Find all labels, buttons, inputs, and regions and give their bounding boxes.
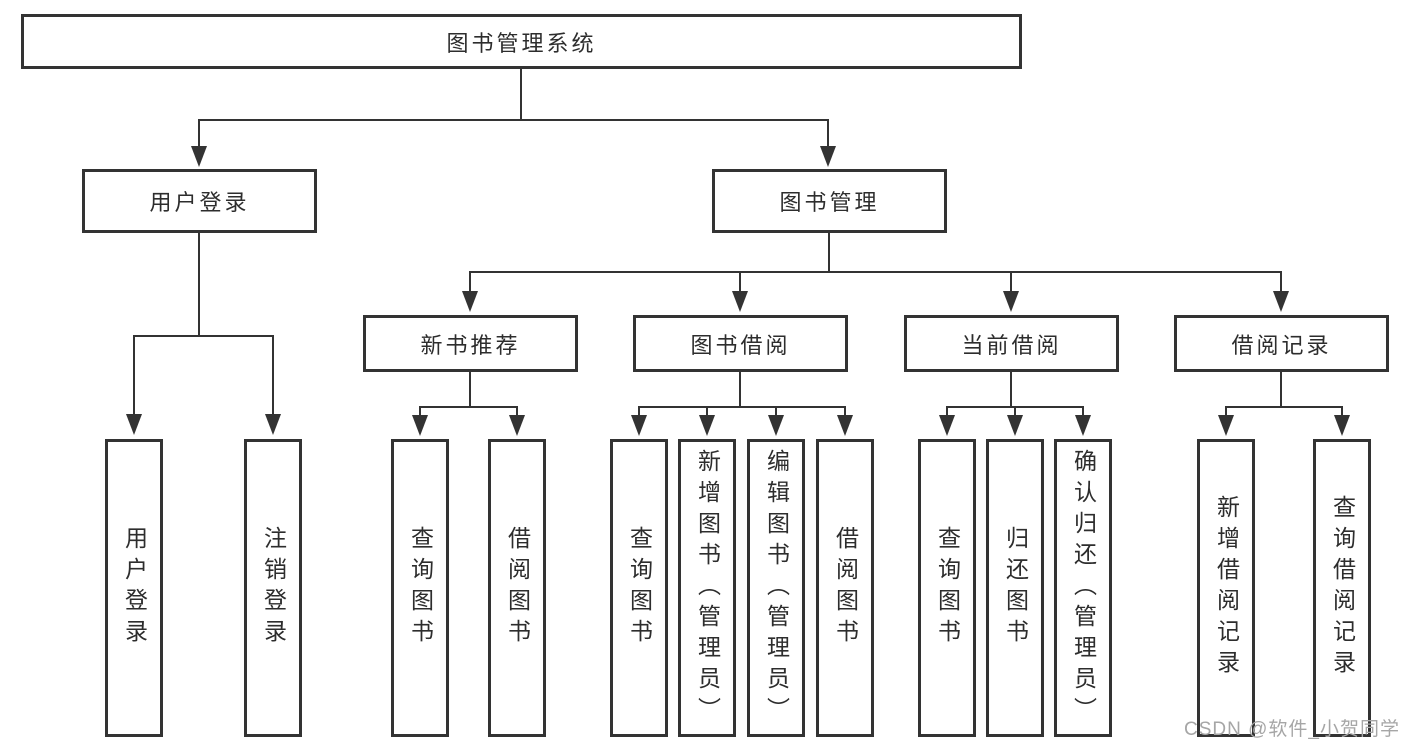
node-current-borrow: 当前借阅 xyxy=(904,315,1119,372)
node-current-borrow-label: 当前借阅 xyxy=(961,332,1062,358)
leaf-add-borrow-record-label: 新增借阅记录 xyxy=(1213,495,1240,681)
leaf-logout-label: 注销登录 xyxy=(260,526,287,650)
node-new-book-recommend: 新书推荐 xyxy=(363,315,578,372)
connector-line xyxy=(1280,372,1282,408)
connector-line xyxy=(133,335,135,416)
connector-line xyxy=(419,406,518,408)
connector-line xyxy=(1014,406,1016,417)
connector-line xyxy=(419,406,421,417)
connector-line xyxy=(638,406,640,417)
connector-line xyxy=(520,69,522,121)
arrowhead-icon xyxy=(1003,291,1019,312)
node-book-borrow: 图书借阅 xyxy=(633,315,848,372)
node-root: 图书管理系统 xyxy=(21,14,1022,69)
leaf-add-borrow-record: 新增借阅记录 xyxy=(1197,439,1255,737)
connector-line xyxy=(1280,271,1282,293)
leaf-query-books-recommend: 查询图书 xyxy=(391,439,449,737)
arrowhead-icon xyxy=(265,414,281,435)
connector-line xyxy=(272,335,274,416)
leaf-query-books-recommend-label: 查询图书 xyxy=(407,526,434,650)
arrowhead-icon xyxy=(1007,415,1023,436)
watermark: CSDN @软件_小贺同学 xyxy=(1184,719,1400,740)
leaf-add-book-admin-label: 新增图书（管理员） xyxy=(694,448,721,728)
leaf-return-book: 归还图书 xyxy=(986,439,1044,737)
leaf-borrow-books-label: 借阅图书 xyxy=(832,526,859,650)
node-book-borrow-label: 图书借阅 xyxy=(690,332,791,358)
node-user-login: 用户登录 xyxy=(82,169,317,233)
connector-line xyxy=(516,406,518,417)
connector-line xyxy=(1225,406,1343,408)
connector-line xyxy=(133,335,274,337)
connector-line xyxy=(469,271,471,293)
connector-line xyxy=(638,406,846,408)
leaf-borrow-books-recommend: 借阅图书 xyxy=(488,439,546,737)
leaf-query-books-borrow-label: 查询图书 xyxy=(626,526,653,650)
arrowhead-icon xyxy=(1273,291,1289,312)
node-book-management: 图书管理 xyxy=(712,169,947,233)
connector-line xyxy=(469,372,471,408)
connector-line xyxy=(844,406,846,417)
node-book-management-label: 图书管理 xyxy=(779,190,880,215)
connector-line xyxy=(1225,406,1227,417)
node-borrow-records-label: 借阅记录 xyxy=(1231,332,1332,358)
arrowhead-icon xyxy=(820,146,836,167)
connector-line xyxy=(775,406,777,417)
leaf-user-login-label: 用户登录 xyxy=(121,526,148,650)
arrowhead-icon xyxy=(939,415,955,436)
leaf-logout: 注销登录 xyxy=(244,439,302,737)
leaf-add-book-admin: 新增图书（管理员） xyxy=(678,439,736,737)
node-new-book-recommend-label: 新书推荐 xyxy=(420,332,521,358)
leaf-confirm-return-admin-label: 确认归还（管理员） xyxy=(1070,448,1097,728)
node-borrow-records: 借阅记录 xyxy=(1174,315,1389,372)
arrowhead-icon xyxy=(732,291,748,312)
connector-line xyxy=(1341,406,1343,417)
connector-line xyxy=(1010,271,1012,293)
arrowhead-icon xyxy=(1075,415,1091,436)
connector-line xyxy=(198,119,200,149)
leaf-borrow-books-recommend-label: 借阅图书 xyxy=(504,526,531,650)
leaf-edit-book-admin-label: 编辑图书（管理员） xyxy=(763,448,790,728)
connector-line xyxy=(198,119,829,121)
arrowhead-icon xyxy=(1334,415,1350,436)
leaf-user-login: 用户登录 xyxy=(105,439,163,737)
node-root-label: 图书管理系统 xyxy=(446,30,597,56)
connector-line xyxy=(827,119,829,149)
leaf-confirm-return-admin: 确认归还（管理员） xyxy=(1054,439,1112,737)
connector-line xyxy=(828,233,830,273)
connector-line xyxy=(739,271,741,293)
arrowhead-icon xyxy=(699,415,715,436)
connector-line xyxy=(706,406,708,417)
arrowhead-icon xyxy=(837,415,853,436)
arrowhead-icon xyxy=(191,146,207,167)
connector-line xyxy=(946,406,948,417)
connector-line xyxy=(469,271,1282,273)
arrowhead-icon xyxy=(768,415,784,436)
leaf-query-borrow-record-label: 查询借阅记录 xyxy=(1329,495,1356,681)
arrowhead-icon xyxy=(509,415,525,436)
arrowhead-icon xyxy=(1218,415,1234,436)
leaf-borrow-books: 借阅图书 xyxy=(816,439,874,737)
arrowhead-icon xyxy=(412,415,428,436)
arrowhead-icon xyxy=(631,415,647,436)
connector-line xyxy=(739,372,741,408)
leaf-query-books-borrow: 查询图书 xyxy=(610,439,668,737)
leaf-query-books-current: 查询图书 xyxy=(918,439,976,737)
arrowhead-icon xyxy=(462,291,478,312)
connector-line xyxy=(198,233,200,337)
leaf-edit-book-admin: 编辑图书（管理员） xyxy=(747,439,805,737)
leaf-query-borrow-record: 查询借阅记录 xyxy=(1313,439,1371,737)
connector-line xyxy=(1082,406,1084,417)
connector-line xyxy=(1010,372,1012,408)
arrowhead-icon xyxy=(126,414,142,435)
node-user-login-label: 用户登录 xyxy=(149,190,250,215)
leaf-return-book-label: 归还图书 xyxy=(1002,526,1029,650)
leaf-query-books-current-label: 查询图书 xyxy=(934,526,961,650)
